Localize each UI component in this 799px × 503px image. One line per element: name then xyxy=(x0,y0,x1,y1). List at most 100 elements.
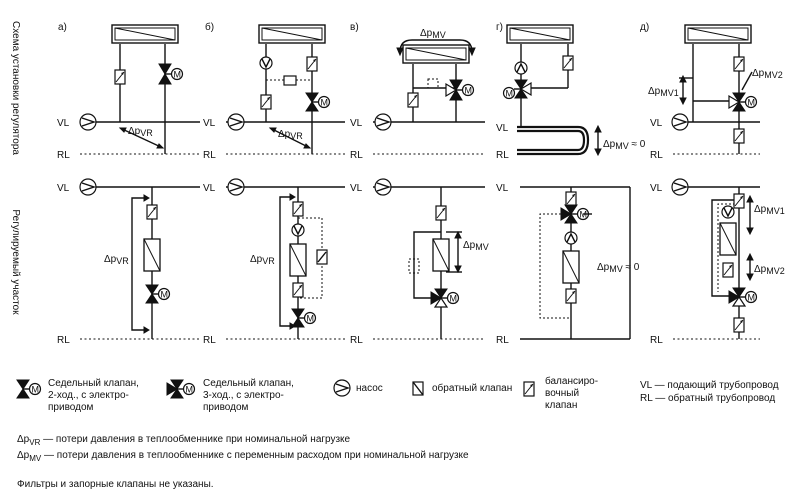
panel-g-top: VL RL M ΔpMV ≈ 0 xyxy=(496,24,646,161)
motor-letter: M xyxy=(186,385,194,395)
motor-icon xyxy=(744,290,758,304)
motor-icon xyxy=(303,311,317,325)
panel-v-top: VL RL M ΔpMV xyxy=(350,28,485,161)
rl-label: RL xyxy=(496,150,509,161)
balancing-valve-icon xyxy=(114,69,126,85)
motor-letter: M xyxy=(161,290,169,300)
legend-vl-text: VL — подающий трубопровод xyxy=(640,380,779,391)
note-dp-mv: ΔpMV — потери давления в теплообменнике … xyxy=(17,450,469,465)
rl-label: RL xyxy=(496,335,509,346)
motor-letter: M xyxy=(465,86,473,96)
note-dp-vr: ΔpVR — потери давления в теплообменнике … xyxy=(17,434,350,449)
note-dp-mv-symbol: Δp xyxy=(17,450,30,461)
vl-label: VL xyxy=(57,118,70,129)
note-dp-vr-symbol: Δp xyxy=(17,434,30,445)
motor-letter: M xyxy=(174,70,182,80)
legend-seat2-text: Седельный клапан, 2-ход., с электро- при… xyxy=(48,378,139,413)
svg-text:ΔpVR: ΔpVR xyxy=(278,129,303,141)
note-dp-vr-text: — потери давления в теплообменнике при н… xyxy=(40,434,351,445)
vl-label: VL xyxy=(57,183,70,194)
balancing-valve-icon xyxy=(733,193,745,209)
balancing-valve-icon xyxy=(146,204,158,220)
legend-pump-text: насос xyxy=(356,383,383,394)
valve-3way-icon xyxy=(564,204,578,215)
panel-label-d: д) xyxy=(640,22,649,33)
legend-seat3-icon: M xyxy=(166,379,196,399)
rl-label: RL xyxy=(57,150,70,161)
panel-g-bottom: VL RL M ΔpMV ≈ 0 xyxy=(496,183,640,346)
consumer-icon xyxy=(289,243,307,277)
valve-3way-icon xyxy=(514,79,528,90)
legend-rl-text: RL — обратный трубопровод xyxy=(640,393,776,404)
rl-label: RL xyxy=(350,335,363,346)
panel-label-g: г) xyxy=(496,22,503,33)
consumer-icon xyxy=(432,238,450,272)
vl-label: VL xyxy=(203,183,216,194)
heat-exchanger-icon xyxy=(111,24,179,44)
vl-label: VL xyxy=(350,118,363,129)
motor-letter: M xyxy=(307,314,315,324)
legend-balancing-text: балансиро- вочный клапан xyxy=(545,376,599,411)
balancing-valve-icon xyxy=(306,56,318,72)
valve-3way-icon xyxy=(449,79,463,91)
valve-2way-icon xyxy=(145,284,159,295)
panel-label-v: в) xyxy=(350,22,359,33)
balancing-valve-icon xyxy=(292,282,304,298)
balancing-valve-icon xyxy=(562,55,574,71)
svg-text:ΔpVR: ΔpVR xyxy=(104,254,129,266)
legend-check-valve-icon xyxy=(412,381,424,396)
balancing-valve-icon xyxy=(407,92,419,108)
side-label-top: Схема установки регулятора xyxy=(10,21,21,155)
valve-3way-icon xyxy=(732,287,746,298)
heat-exchanger-icon xyxy=(258,24,326,44)
svg-text:ΔpMV ≈ 0: ΔpMV ≈ 0 xyxy=(603,139,646,151)
panel-label-b: б) xyxy=(205,21,214,33)
valve-3way-icon xyxy=(732,92,746,103)
svg-text:ΔpMV2: ΔpMV2 xyxy=(752,68,783,80)
rl-label: RL xyxy=(203,335,216,346)
legend-balancing-icon xyxy=(523,381,535,397)
panel-v-bottom: VL RL M ΔpMV xyxy=(350,178,489,346)
balancing-valve-icon xyxy=(733,317,745,333)
motor-letter: M xyxy=(321,98,329,108)
consumer-icon xyxy=(719,222,737,256)
motor-icon xyxy=(157,287,171,301)
svg-text:ΔpVR: ΔpVR xyxy=(128,126,153,138)
motor-icon xyxy=(446,291,460,305)
legend-seat2-icon: M xyxy=(16,379,42,399)
balancing-valve-icon xyxy=(565,288,577,304)
motor-letter: M xyxy=(506,89,514,99)
motor-letter: M xyxy=(450,294,458,304)
vl-label: VL xyxy=(496,183,509,194)
heat-exchanger-icon xyxy=(402,44,470,64)
vl-label: VL xyxy=(650,118,663,129)
note-dp-mv-text: — потери давления в теплообменнике с пер… xyxy=(41,450,469,461)
panel-b-bottom: VL RL M ΔpVR xyxy=(203,178,345,346)
motor-icon xyxy=(170,67,184,81)
vl-label: VL xyxy=(350,183,363,194)
svg-text:ΔpMV1: ΔpMV1 xyxy=(648,86,679,98)
balancing-valve-icon xyxy=(733,128,745,144)
legend-check-text: обратный клапан xyxy=(432,383,513,394)
check-valve-icon xyxy=(283,75,297,86)
motor-letter: M xyxy=(748,98,756,108)
balancing-valve-icon xyxy=(260,94,272,110)
legend-pump-icon xyxy=(333,379,351,397)
balancing-valve-icon xyxy=(435,205,447,221)
panel-a-top: VL RL M ΔpVR xyxy=(57,24,200,161)
valve-3way-icon xyxy=(434,288,448,299)
vl-label: VL xyxy=(496,123,509,134)
motor-icon xyxy=(502,86,516,100)
motor-icon xyxy=(461,83,475,97)
heat-exchanger-icon xyxy=(684,24,752,44)
vl-label: VL xyxy=(203,118,216,129)
consumer-icon xyxy=(143,238,161,272)
consumer-icon xyxy=(562,250,580,284)
side-label-bottom: Регулируемый участок xyxy=(10,209,21,315)
note-footer: Фильтры и запорные клапаны не указаны. xyxy=(17,479,214,490)
legend-seat3-text: Седельный клапан, 3-ход., с электро- при… xyxy=(203,378,294,413)
motor-icon xyxy=(317,95,331,109)
svg-text:ΔpMV: ΔpMV xyxy=(463,240,489,252)
motor-icon xyxy=(744,95,758,109)
